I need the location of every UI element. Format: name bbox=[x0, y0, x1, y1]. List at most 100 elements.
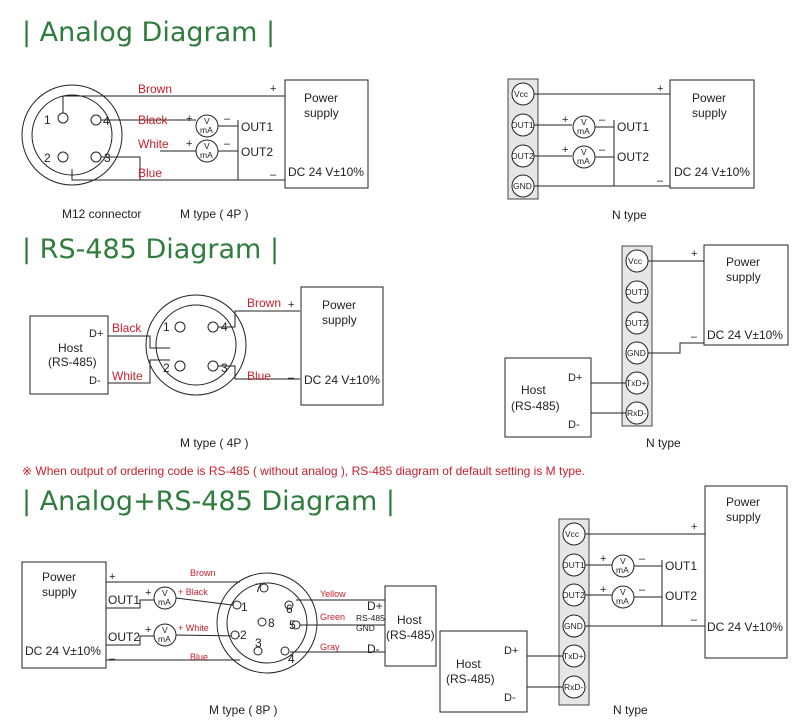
svg-text:OUT2: OUT2 bbox=[625, 318, 648, 328]
svg-text:D+: D+ bbox=[568, 372, 582, 384]
meter-combo-out2: V mA bbox=[153, 623, 177, 647]
svg-text:3: 3 bbox=[255, 636, 262, 650]
svg-text:+: + bbox=[288, 299, 294, 311]
svg-text:8: 8 bbox=[268, 616, 275, 630]
svg-text:+: + bbox=[562, 114, 568, 126]
svg-text:–: – bbox=[691, 614, 698, 626]
svg-text:Vcc: Vcc bbox=[565, 529, 580, 539]
n-out1-label: OUT1 bbox=[617, 120, 649, 134]
m-type-4p-caption: M type ( 4P ) bbox=[180, 207, 248, 221]
svg-text:–: – bbox=[639, 553, 646, 565]
host-box-rs485-m: Host (RS-485) D+ D- bbox=[29, 315, 109, 395]
svg-text:4: 4 bbox=[288, 652, 295, 666]
power-supply-box-combo-n: Power supply DC 24 V±10% bbox=[704, 485, 788, 659]
svg-text:Power: Power bbox=[322, 298, 356, 312]
svg-text:mA: mA bbox=[616, 596, 629, 606]
pin-2-label: 2 bbox=[44, 151, 51, 165]
power-supply-box-rs485-n: Power supply DC 24 V±10% bbox=[703, 244, 789, 346]
m-type-caption-rs485: M type ( 4P ) bbox=[180, 436, 248, 450]
svg-text:Power: Power bbox=[42, 570, 76, 584]
svg-text:supply: supply bbox=[726, 510, 761, 524]
svg-text:+: + bbox=[145, 587, 151, 599]
svg-text:OUT2: OUT2 bbox=[108, 630, 140, 644]
out1-label: OUT1 bbox=[241, 120, 273, 134]
host-box-combo-n: Host (RS-485) D+ D- bbox=[439, 630, 528, 713]
svg-text:RS-485: RS-485 bbox=[356, 613, 385, 623]
svg-text:(RS-485): (RS-485) bbox=[48, 355, 97, 369]
n-type-caption-analog: N type bbox=[612, 208, 647, 222]
svg-text:7: 7 bbox=[255, 581, 262, 595]
power-supply-box-combo-m: Power supply DC 24 V±10% bbox=[21, 561, 107, 669]
svg-text:V: V bbox=[162, 625, 168, 635]
n-type-terminal-block-analog: Vcc OUT1 OUT2 GND bbox=[507, 78, 539, 200]
svg-text:GND: GND bbox=[627, 348, 646, 358]
svg-text:1: 1 bbox=[241, 600, 248, 614]
svg-text:+: + bbox=[600, 584, 606, 596]
svg-text:V: V bbox=[620, 587, 626, 597]
svg-text:RxD-: RxD- bbox=[564, 682, 584, 692]
svg-text:Blue: Blue bbox=[247, 369, 271, 383]
svg-text:2: 2 bbox=[240, 628, 247, 642]
svg-text:+: + bbox=[270, 83, 276, 95]
svg-text:Power: Power bbox=[304, 91, 338, 105]
svg-text:mA: mA bbox=[616, 565, 629, 575]
svg-text:TxD+: TxD+ bbox=[626, 378, 647, 388]
svg-text:OUT2: OUT2 bbox=[665, 589, 697, 603]
svg-text:(RS-485): (RS-485) bbox=[446, 672, 495, 686]
m12-connector-8p: 1 2 3 4 5 6 7 8 bbox=[216, 572, 318, 674]
svg-text:3: 3 bbox=[221, 361, 228, 375]
n-type-caption-rs485: N type bbox=[646, 436, 681, 450]
n-type-terminal-block-combo: Vcc OUT1 OUT2 GND TxD+ RxD- bbox=[558, 518, 590, 706]
svg-text:mA: mA bbox=[577, 156, 590, 166]
svg-text:–: – bbox=[691, 331, 698, 343]
svg-text:White: White bbox=[112, 369, 143, 383]
pin-3-label: 3 bbox=[104, 151, 111, 165]
svg-text:mA: mA bbox=[158, 597, 171, 607]
svg-text:supply: supply bbox=[322, 313, 357, 327]
svg-text:DC 24 V±10%: DC 24 V±10% bbox=[707, 328, 783, 342]
host-box-rs485-n: Host (RS-485) D+ D- bbox=[504, 357, 592, 438]
svg-text:OUT2: OUT2 bbox=[511, 151, 534, 161]
svg-text:supply: supply bbox=[692, 106, 727, 120]
svg-text:DC 24 V±10%: DC 24 V±10% bbox=[25, 644, 101, 658]
svg-text:Power: Power bbox=[726, 255, 760, 269]
svg-text:OUT1: OUT1 bbox=[625, 287, 648, 297]
svg-text:V: V bbox=[581, 117, 587, 127]
svg-text:+ White: + White bbox=[178, 623, 209, 633]
meter-n-out2: V mA bbox=[572, 145, 596, 169]
svg-text:DC 24 V±10%: DC 24 V±10% bbox=[288, 165, 364, 179]
svg-text:OUT1: OUT1 bbox=[511, 120, 534, 130]
svg-text:Host: Host bbox=[456, 657, 481, 671]
svg-text:Yellow: Yellow bbox=[320, 589, 346, 599]
svg-text:supply: supply bbox=[304, 106, 339, 120]
svg-text:–: – bbox=[224, 138, 231, 150]
svg-text:supply: supply bbox=[726, 270, 761, 284]
svg-text:mA: mA bbox=[200, 125, 213, 135]
svg-text:+: + bbox=[186, 113, 192, 125]
svg-text:–: – bbox=[599, 144, 606, 156]
svg-text:V: V bbox=[581, 147, 587, 157]
svg-text:Vcc: Vcc bbox=[514, 89, 529, 99]
svg-text:V: V bbox=[204, 141, 210, 151]
wire-black-label: Black bbox=[138, 113, 168, 127]
power-supply-box-analog-n: Power supply DC 24 V±10% bbox=[669, 79, 755, 189]
svg-text:–: – bbox=[224, 113, 231, 125]
svg-text:D-: D- bbox=[89, 375, 101, 387]
pin-4-label: 4 bbox=[103, 114, 110, 128]
svg-text:–: – bbox=[288, 372, 295, 384]
svg-text:Blue: Blue bbox=[190, 652, 208, 662]
svg-text:GND: GND bbox=[356, 623, 375, 633]
svg-text:V: V bbox=[620, 556, 626, 566]
meter-out2: V mA bbox=[195, 139, 219, 163]
svg-text:2: 2 bbox=[163, 361, 170, 375]
power-supply-box-rs485-m: Power supply DC 24 V±10% bbox=[300, 286, 384, 406]
svg-text:Power: Power bbox=[692, 91, 726, 105]
svg-text:OUT1: OUT1 bbox=[665, 559, 697, 573]
meter-out1: V mA bbox=[195, 114, 219, 138]
svg-text:+: + bbox=[562, 144, 568, 156]
svg-text:D-: D- bbox=[568, 419, 580, 431]
svg-text:OUT2: OUT2 bbox=[562, 590, 585, 600]
svg-text:GND: GND bbox=[513, 181, 532, 191]
svg-text:+: + bbox=[145, 624, 151, 636]
